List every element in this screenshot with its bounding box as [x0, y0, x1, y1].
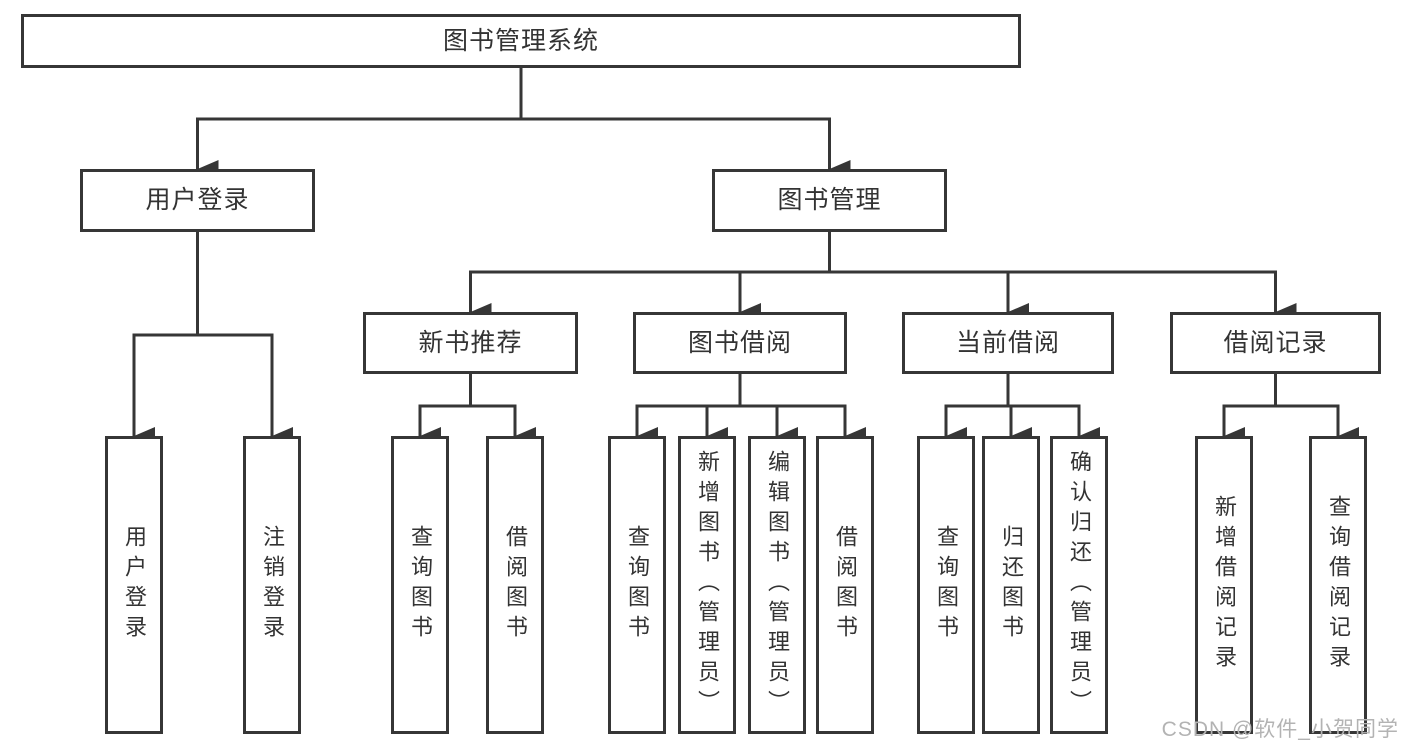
node-user-login: 用户登录 [80, 169, 315, 232]
connector-book-management-modules [469, 232, 1297, 321]
leaf-query-books-borrow: 查询图书 [608, 436, 666, 734]
node-root-system: 图书管理系统 [21, 14, 1021, 68]
leaf-add-borrow-record: 新增借阅记录 [1195, 436, 1253, 734]
leaf-query-books-current: 查询图书 [917, 436, 975, 734]
connector-current-children [944, 374, 1100, 445]
node-book-borrowing: 图书借阅 [633, 312, 847, 374]
leaf-edit-book-admin: 编辑图书（管理员） [748, 436, 806, 734]
node-current-borrowing: 当前借阅 [902, 312, 1114, 374]
leaf-query-borrow-record: 查询借阅记录 [1309, 436, 1367, 734]
leaf-user-login: 用户登录 [105, 436, 163, 734]
leaf-borrow-books-recommend: 借阅图书 [486, 436, 544, 734]
connector-borrow-children [635, 374, 866, 445]
leaf-add-book-admin: 新增图书（管理员） [678, 436, 736, 734]
node-book-management: 图书管理 [712, 169, 947, 232]
leaf-confirm-return-admin: 确认归还（管理员） [1050, 436, 1108, 734]
leaf-borrow-books: 借阅图书 [816, 436, 874, 734]
connector-records-children [1222, 374, 1359, 445]
node-borrowing-records: 借阅记录 [1170, 312, 1381, 374]
leaf-logout: 注销登录 [243, 436, 301, 734]
connector-new-book-children [418, 374, 536, 445]
leaf-query-books-recommend: 查询图书 [391, 436, 449, 734]
connector-root-to-level1 [196, 68, 851, 178]
connector-user-login-children [132, 232, 293, 445]
node-new-book-recommend: 新书推荐 [363, 312, 578, 374]
leaf-return-book: 归还图书 [982, 436, 1040, 734]
